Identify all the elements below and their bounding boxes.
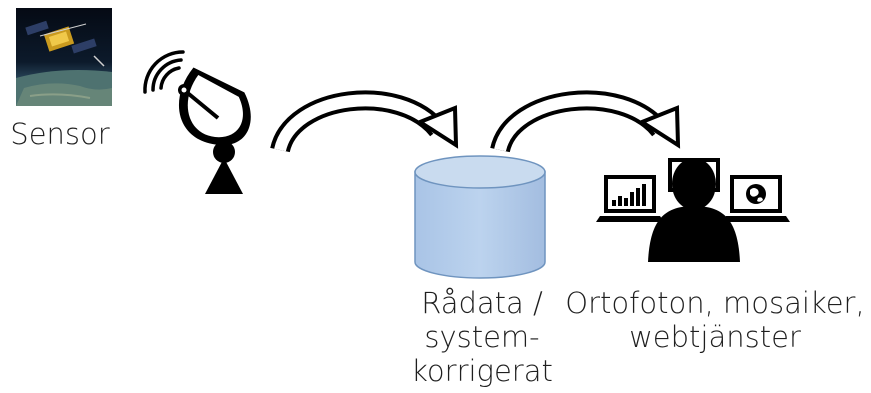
satellite-dish-icon — [143, 50, 251, 194]
sensor-label: Sensor — [10, 117, 110, 151]
raw-data-label-line-1: Rådata / — [421, 286, 543, 320]
chart-monitor-icon — [596, 175, 664, 222]
raw-data-label-line-3: korrigerat — [411, 354, 553, 388]
curved-arrow-2 — [490, 90, 681, 154]
raw-data-label-line-2: system- — [424, 320, 540, 354]
globe-monitor-icon — [722, 175, 790, 222]
products-label-line-2: webtjänster — [629, 320, 801, 354]
products-label-line-1: Ortofoton, mosaiker, — [565, 286, 865, 320]
satellite-icon — [25, 20, 105, 67]
signal-waves-icon — [143, 50, 185, 94]
curved-arrow-1 — [270, 90, 459, 154]
database-icon — [414, 155, 546, 279]
analyst-workstation-icon — [596, 158, 790, 262]
raw-data-label: Rådata / system- korrigerat — [392, 286, 572, 388]
products-label: Ortofoton, mosaiker, webtjänster — [560, 286, 870, 354]
person-icon — [648, 158, 740, 262]
satellite-image — [16, 8, 112, 106]
